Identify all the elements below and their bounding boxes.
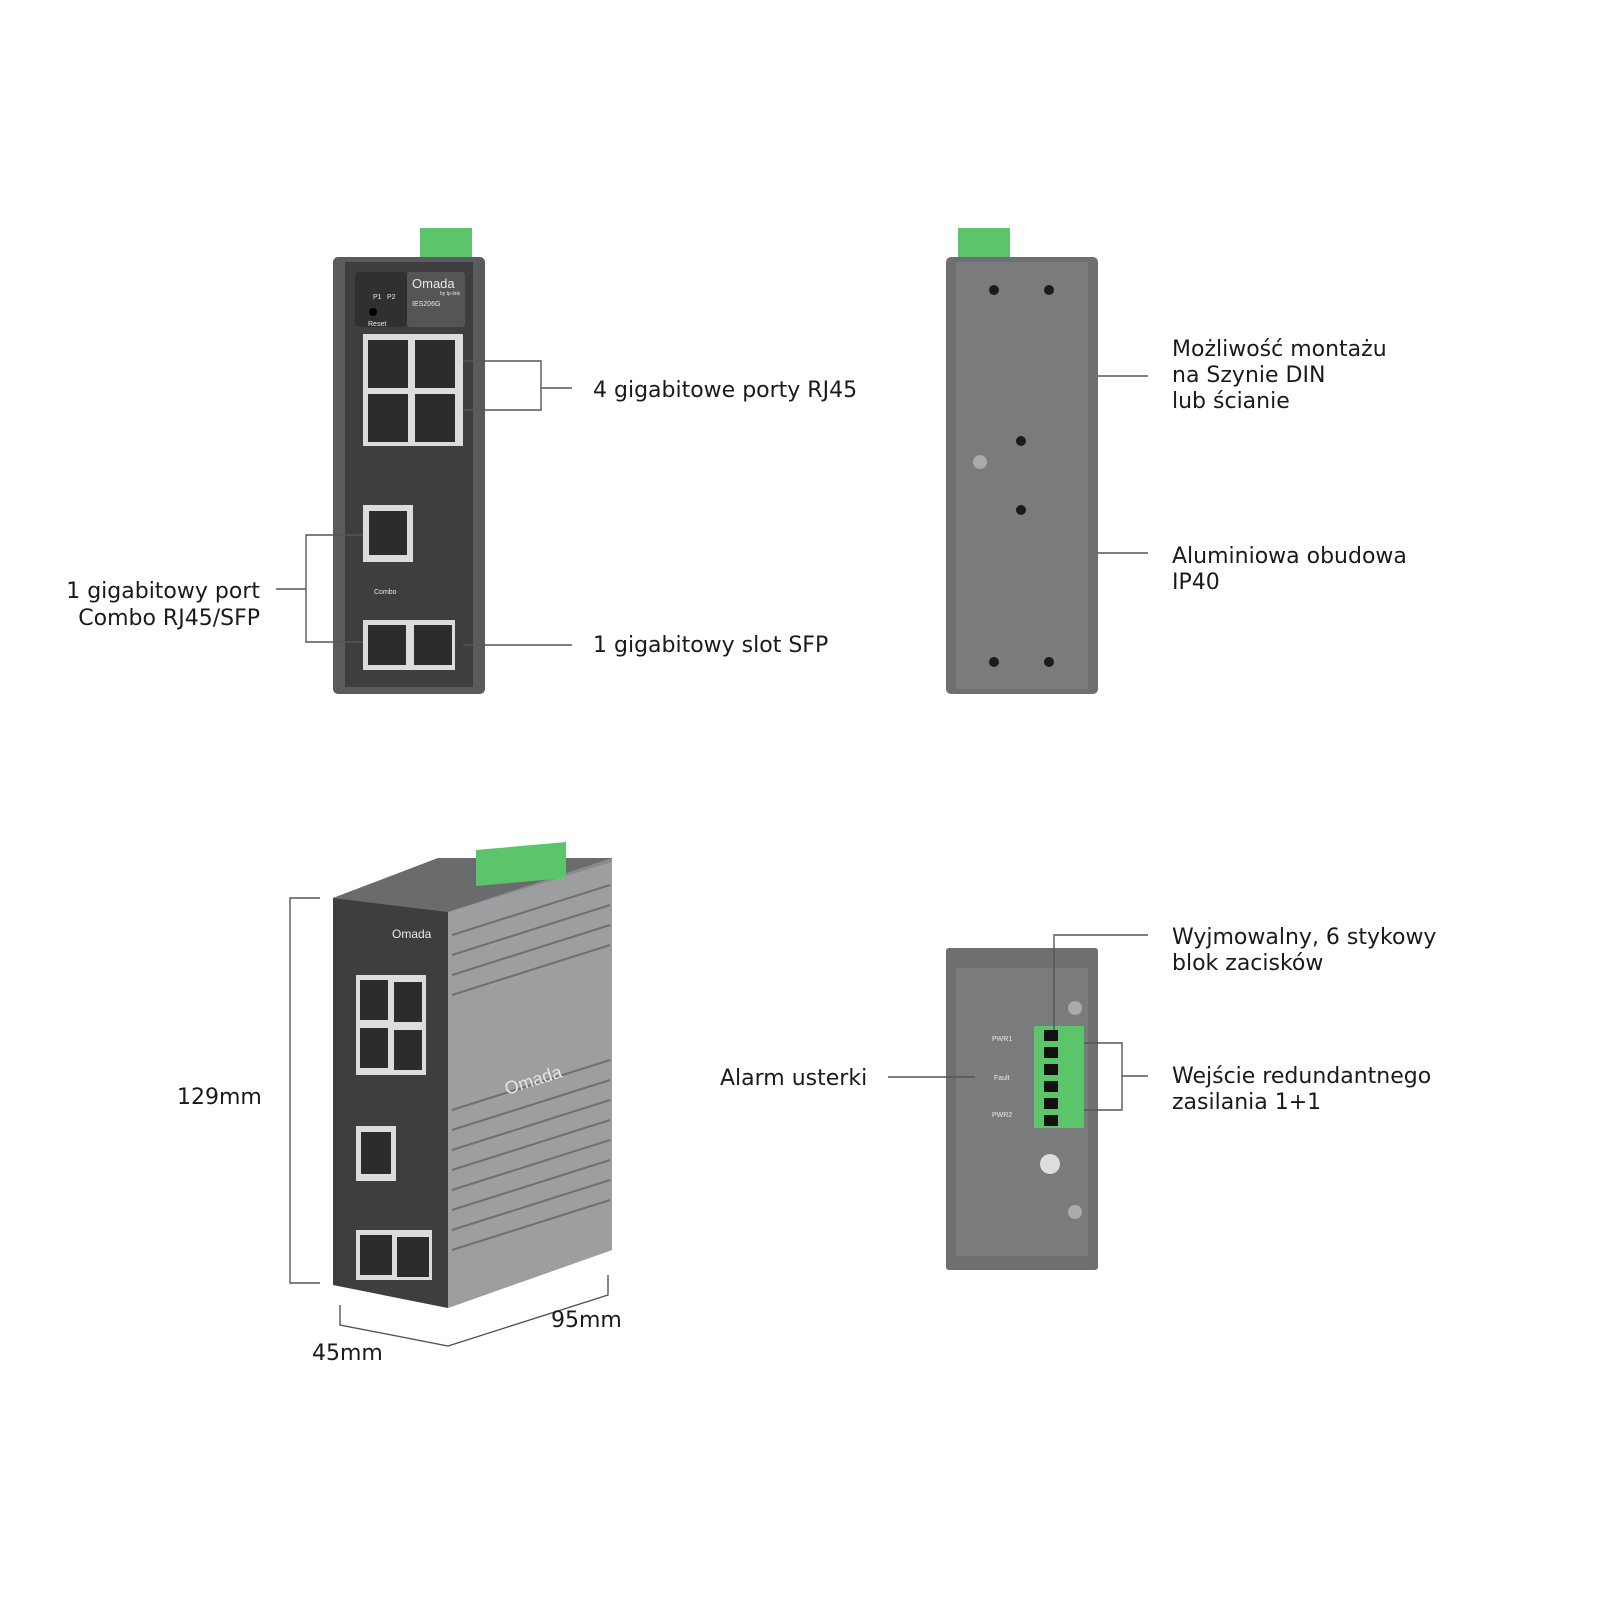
callout-housing-line2: IP40 [1172, 570, 1220, 595]
terminal-block-6pin [1034, 1026, 1084, 1128]
fault-label: Fault [994, 1075, 1010, 1082]
led-p2-label: P2 [387, 294, 396, 301]
callout-fault-alarm: Alarm usterki [720, 1066, 867, 1091]
callout-sfp-slot: 1 gigabitowy slot SFP [593, 633, 828, 658]
mounting-holes [989, 285, 1054, 667]
back-view [946, 228, 1098, 694]
callout-terminal-line2: blok zacisków [1172, 951, 1323, 976]
pwr2-label: PWR2 [992, 1112, 1012, 1119]
reset-label: Reset [368, 321, 386, 328]
ground-screw-icon [1040, 1154, 1060, 1174]
callout-din-line3: lub ścianie [1172, 389, 1290, 414]
callout-housing-line1: Aluminiowa obudowa [1172, 544, 1407, 569]
terminal-block-3d [476, 842, 566, 886]
callout-power-line1: Wejście redundantnego [1172, 1064, 1431, 1089]
dimension-width: 45mm [312, 1341, 383, 1366]
callout-power-line2: zasilania 1+1 [1172, 1090, 1321, 1115]
sfp-slot [368, 625, 406, 665]
pwr1-label: PWR1 [992, 1036, 1012, 1043]
brand-logo: Omada [412, 276, 455, 291]
combo-label: Combo [374, 589, 397, 596]
callout-terminal-line1: Wyjmowalny, 6 stykowy [1172, 925, 1436, 950]
callout-rj45-ports: 4 gigabitowe porty RJ45 [593, 378, 857, 403]
perspective-view: Omada Omada [333, 842, 612, 1308]
sub-brand: by tp-link [440, 291, 461, 297]
rj45-ports [368, 340, 455, 442]
callout-din-line1: Możliwość montażu [1172, 337, 1387, 362]
dimension-height: 129mm [177, 1085, 262, 1110]
callout-din-line2: na Szynie DIN [1172, 363, 1325, 388]
terminal-block [420, 228, 472, 258]
dimension-depth: 95mm [551, 1308, 622, 1333]
led-p1-label: P1 [373, 294, 382, 301]
top-view: PWR1 Fault PWR2 [946, 948, 1098, 1270]
callout-combo-line2: Combo RJ45/SFP [78, 606, 260, 631]
reset-button[interactable] [369, 308, 377, 316]
front-logo-3d: Omada [392, 927, 432, 941]
combo-rj45-port [369, 511, 407, 555]
model-label: IES206G [412, 301, 440, 308]
front-view: P1 P2 Reset Omada by tp-link IES206G Com… [333, 228, 485, 694]
screw-icon [973, 455, 987, 469]
callout-combo-line1: 1 gigabitowy port [66, 579, 260, 604]
